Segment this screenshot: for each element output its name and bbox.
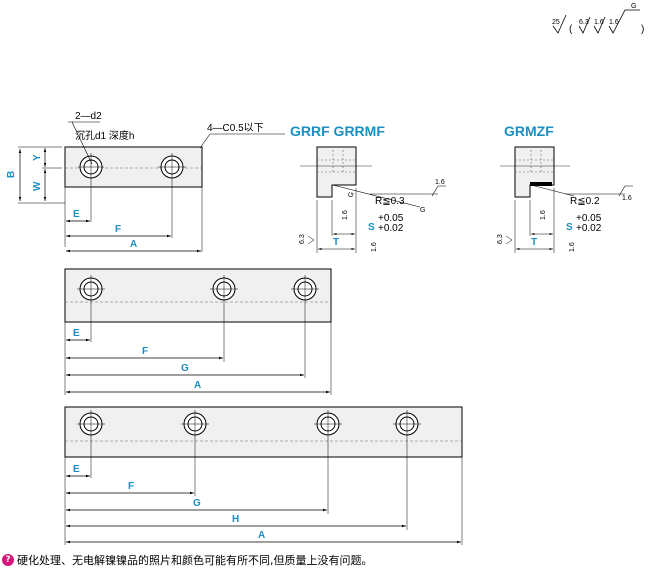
dimension-g: G bbox=[181, 363, 189, 374]
grind-mark: G bbox=[631, 3, 636, 10]
roughness-symbol-icon bbox=[552, 14, 567, 34]
dimension-h: H bbox=[232, 514, 239, 525]
two-hole-view: 2—d2 沉孔d1 深度h 4—C0.5以下 B Y W E F A bbox=[6, 111, 285, 253]
section-profile bbox=[316, 146, 357, 198]
section-grrf: GRRF GRRMF R≦0.3 1.6 G G +0.05 +0.02 S T… bbox=[290, 123, 446, 253]
section-1-tol-upper: +0.05 bbox=[378, 213, 404, 224]
roughness-symbol-icon bbox=[618, 185, 633, 197]
section-1-grind-b: G bbox=[347, 191, 355, 199]
grind-symbol-icon bbox=[608, 9, 640, 34]
section-2-title: GRMZF bbox=[504, 123, 554, 139]
hole-count-label: 2—d2 bbox=[75, 111, 102, 122]
section-1-dim-t: T bbox=[333, 237, 339, 248]
roughness-main-value: 25 bbox=[552, 19, 560, 26]
surface-roughness-legend: 25 ( 6.3 1.6 1.6 G ) bbox=[552, 3, 644, 35]
dimension-e: E bbox=[73, 328, 80, 339]
section-1-tol-lower: +0.02 bbox=[378, 223, 404, 234]
section-1-rough-c: 1.6 bbox=[371, 242, 378, 252]
dimension-y: Y bbox=[32, 154, 43, 161]
roughness-symbol-icon bbox=[307, 235, 315, 245]
section-2-tol-lower: +0.02 bbox=[576, 223, 602, 234]
section-2-rough-b: 1.6 bbox=[540, 210, 547, 220]
dimension-g: G bbox=[193, 498, 201, 509]
dimension-w: W bbox=[32, 181, 43, 191]
roughness-open-paren: ( bbox=[569, 24, 573, 35]
dimension-f: F bbox=[115, 224, 121, 235]
section-1-radius: R≦0.3 bbox=[375, 196, 405, 207]
three-hole-view: E F G A bbox=[64, 268, 332, 395]
roughness-paren-value-2: 1.6 bbox=[594, 19, 604, 26]
dimension-a: A bbox=[258, 530, 265, 541]
section-1-rough-b: 1.6 bbox=[342, 210, 349, 220]
dimension-f: F bbox=[128, 481, 134, 492]
section-1-dim-s: S bbox=[368, 222, 375, 233]
section-2-rough-d: 6.3 bbox=[497, 234, 504, 244]
roughness-symbol-icon bbox=[593, 16, 606, 34]
roughness-symbol-icon bbox=[431, 185, 446, 197]
section-2-radius: R≦0.2 bbox=[570, 196, 600, 207]
rail-body bbox=[64, 406, 463, 458]
section-grmzf: GRMZF R≦0.2 1.6 +0.05 +0.02 S T 1.6 1.6 … bbox=[497, 123, 633, 253]
section-2-tol-upper: +0.05 bbox=[576, 213, 602, 224]
dimension-a: A bbox=[194, 380, 201, 391]
dimension-b: B bbox=[6, 171, 17, 178]
dimension-f: F bbox=[142, 346, 148, 357]
footer-note: ? 硬化处理、无电解镍镍品的照片和颜色可能有所不同,但质量上没有问题。 bbox=[2, 552, 373, 568]
roughness-symbol-icon bbox=[505, 235, 513, 245]
section-1-title: GRRF GRRMF bbox=[290, 123, 385, 139]
section-2-dim-s: S bbox=[566, 222, 573, 233]
section-2-rough-a: 1.6 bbox=[622, 195, 632, 202]
roughness-close-paren: ) bbox=[641, 24, 644, 35]
roughness-symbol-icon bbox=[578, 16, 591, 34]
section-1-rough-d: 6.3 bbox=[299, 234, 306, 244]
section-2-dim-t: T bbox=[531, 237, 537, 248]
section-1-rough-a: 1.6 bbox=[435, 179, 445, 186]
counterbore-label: 沉孔d1 深度h bbox=[75, 129, 134, 142]
footer-note-text: 硬化处理、无电解镍镍品的照片和颜色可能有所不同,但质量上没有问题。 bbox=[17, 554, 373, 567]
dimension-e: E bbox=[73, 209, 80, 220]
four-hole-view: E F G H A bbox=[64, 406, 463, 545]
section-1-grind-a: G bbox=[420, 207, 425, 214]
rail-body bbox=[64, 268, 332, 323]
section-2-rough-c: 1.6 bbox=[569, 242, 576, 252]
section-2-groove bbox=[530, 182, 552, 186]
warning-icon: ? bbox=[2, 554, 14, 566]
chamfer-label: 4—C0.5以下 bbox=[207, 123, 264, 134]
roughness-paren-value-3: 1.6 bbox=[609, 19, 619, 26]
roughness-paren-value-1: 6.3 bbox=[579, 19, 589, 26]
dimension-e: E bbox=[73, 464, 80, 475]
dimension-a: A bbox=[130, 239, 137, 250]
